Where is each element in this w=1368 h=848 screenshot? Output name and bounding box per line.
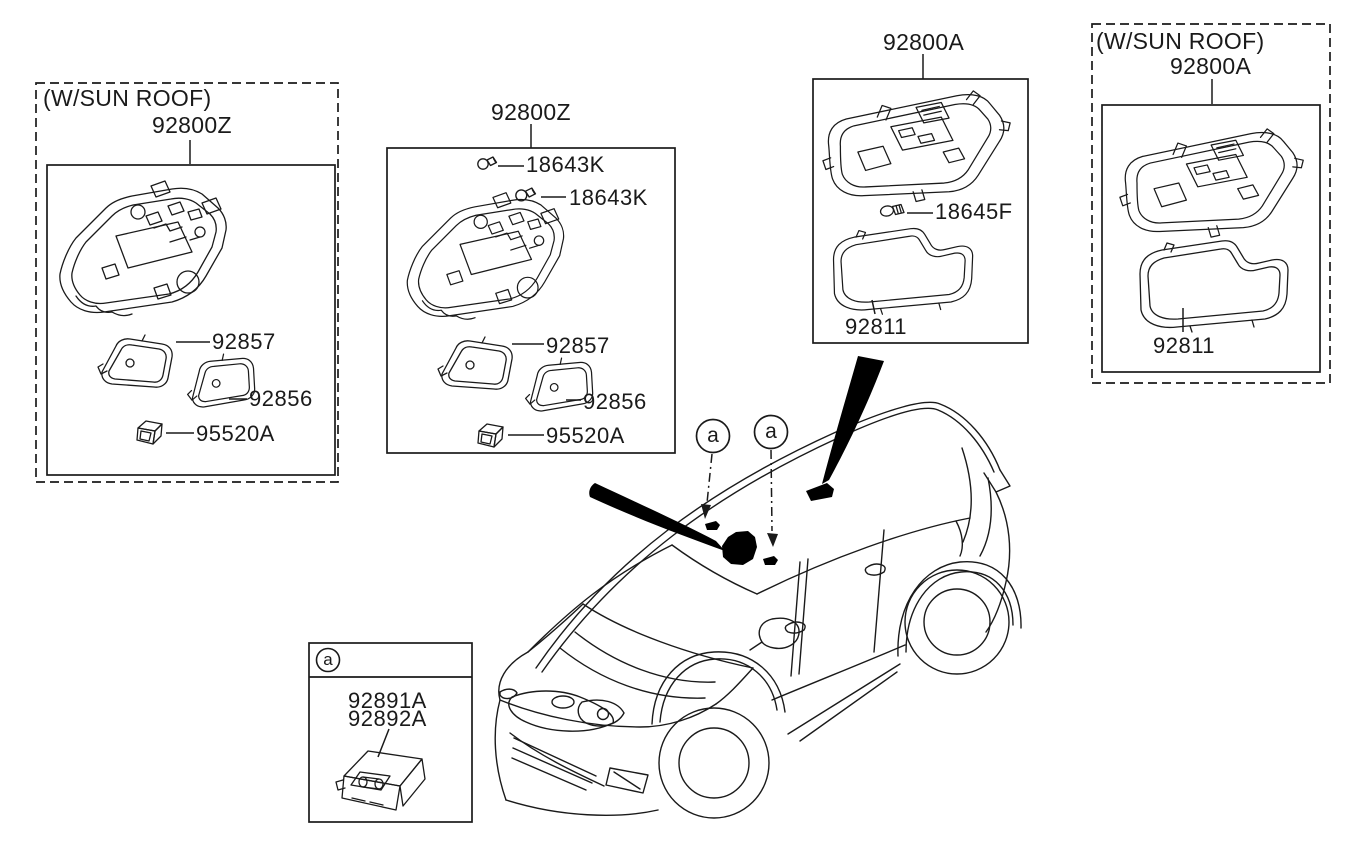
room-lamp-illustration	[335, 750, 426, 811]
variant-title-sunroof-z: (W/SUN ROOF)	[43, 85, 212, 111]
callout-letter-left: a	[707, 424, 719, 447]
sunroof-z-console-illustration	[59, 180, 262, 445]
assembly-label-standard-z: 92800Z	[491, 99, 571, 125]
part-label-18643k-2: 18643K	[569, 185, 648, 210]
console-location-silhouette	[722, 531, 757, 565]
callout-letter-room-lamp: a	[323, 650, 333, 669]
vehicle-illustration	[494, 401, 1022, 819]
part-label-92811-sunroof: 92811	[1153, 333, 1216, 358]
part-label-92856-standard: 92856	[583, 389, 647, 414]
room-lamp-location-left	[705, 521, 720, 530]
console-location-arrow	[589, 483, 725, 551]
sunroof-a-lamp-illustration	[1119, 128, 1304, 333]
callout-circle-room-lamp	[315, 647, 341, 673]
part-label-92891a: 92891A	[348, 688, 427, 713]
assembly-label-sunroof-z: 92800Z	[152, 112, 232, 138]
part-label-92856-sunroof: 92856	[249, 386, 313, 411]
callout-letter-right: a	[765, 420, 777, 443]
assembly-label-sunroof-a: 92800A	[1170, 53, 1252, 79]
maplamp-location-arrow	[822, 356, 884, 484]
part-label-92811-standard: 92811	[845, 314, 908, 339]
panel-standard-a-border	[812, 78, 1029, 344]
part-label-95520a-sunroof: 95520A	[196, 421, 275, 446]
part-label-18645f: 18645F	[935, 199, 1013, 224]
variant-title-sunroof-a: (W/SUN ROOF)	[1096, 28, 1265, 54]
maplamp-location-silhouette	[806, 483, 834, 501]
callout-arrowhead-right	[767, 533, 778, 547]
panel-sunroof-a-outer-border	[1091, 23, 1331, 384]
panel-sunroof-z-outer-border	[35, 82, 339, 483]
part-label-92857-sunroof: 92857	[212, 329, 276, 354]
part-label-18643k-1: 18643K	[526, 152, 605, 177]
assembly-label-standard-a: 92800A	[883, 29, 965, 55]
part-label-92857-standard: 92857	[546, 333, 610, 358]
location-markers	[315, 356, 884, 673]
callout-circle-left	[695, 418, 731, 454]
part-label-92892a: 92892A	[348, 706, 427, 731]
panel-sunroof-z-border	[46, 164, 336, 476]
part-label-95520a-standard: 95520A	[546, 423, 625, 448]
callout-arrowhead-left	[701, 504, 711, 519]
room-lamp-location-right	[763, 556, 778, 565]
panel-sunroof-a-border	[1101, 104, 1321, 373]
callout-circle-right	[753, 414, 789, 450]
panel-room-lamp-border	[308, 642, 473, 823]
